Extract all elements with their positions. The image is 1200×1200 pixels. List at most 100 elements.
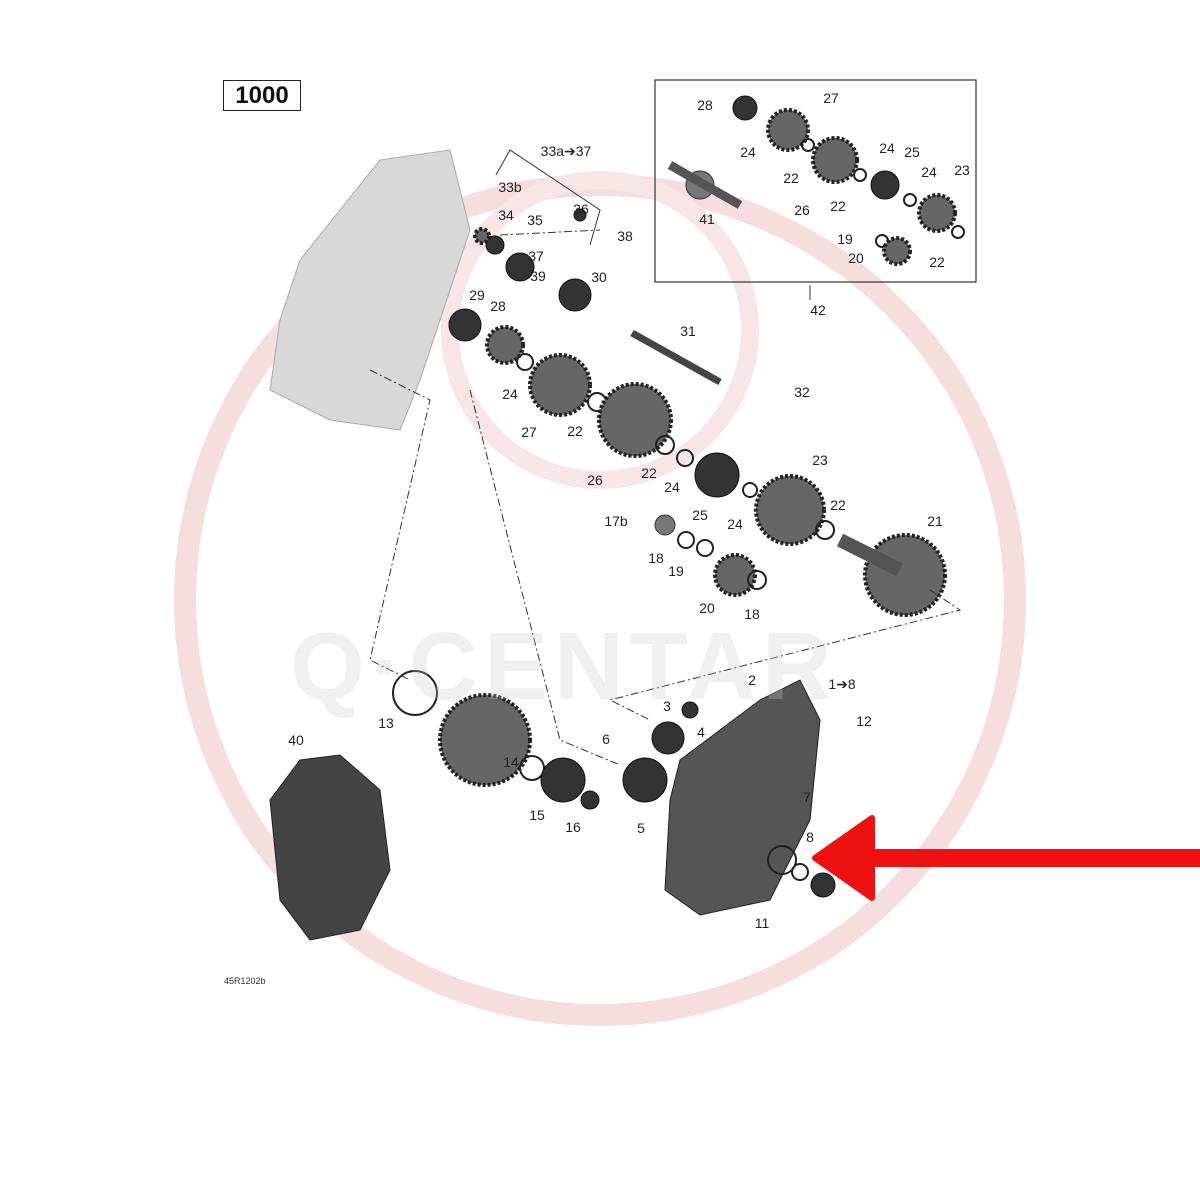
part-label: 36 <box>573 201 589 217</box>
gear <box>438 693 532 787</box>
gear <box>528 353 592 417</box>
part-label: 25 <box>904 144 920 160</box>
ring <box>801 138 815 152</box>
part-label: 27 <box>823 90 839 106</box>
bearing <box>558 278 592 312</box>
part-label: 5 <box>637 820 645 836</box>
bearing <box>622 757 668 803</box>
bearing <box>505 252 535 282</box>
part-label: 1➔8 <box>828 676 856 692</box>
gear <box>863 533 947 617</box>
gear <box>754 474 826 546</box>
part-label: 12 <box>856 713 872 729</box>
gear <box>882 236 912 266</box>
bearing <box>651 721 685 755</box>
bearing <box>580 790 600 810</box>
part-label: 22 <box>783 170 799 186</box>
inset-box <box>654 79 977 283</box>
part-label: 27 <box>521 424 537 440</box>
gear <box>811 136 859 184</box>
part-label: 22 <box>830 198 846 214</box>
reference-code: 45R1202b <box>224 976 266 986</box>
ring <box>742 482 758 498</box>
part-label: 13 <box>378 715 394 731</box>
part-label: 28 <box>490 298 506 314</box>
part-label: 20 <box>848 250 864 266</box>
part-label: 24 <box>502 386 518 402</box>
gear <box>713 553 757 597</box>
ring <box>853 168 867 182</box>
part-label: 31 <box>680 323 696 339</box>
bearing <box>810 872 836 898</box>
assembly-lines <box>369 229 962 766</box>
part-label: 19 <box>837 231 853 247</box>
part-label: 4 <box>697 724 705 740</box>
left-crankcase <box>269 149 471 431</box>
part-label: 33a➔37 <box>541 143 592 159</box>
part-label: 17b <box>604 513 628 529</box>
bearing <box>870 170 900 200</box>
watermark-text: Q·CENTAR <box>290 613 838 720</box>
gear <box>766 108 810 152</box>
part-label: 29 <box>469 287 485 303</box>
part-label: 24 <box>921 164 937 180</box>
part-label: 19 <box>668 563 684 579</box>
part-label: 37 <box>528 248 544 264</box>
part-label: 16 <box>565 819 581 835</box>
part-label: 40 <box>288 732 304 748</box>
part-label: 21 <box>927 513 943 529</box>
ring <box>676 449 694 467</box>
part-label: 32 <box>794 384 810 400</box>
part-label: 24 <box>664 479 680 495</box>
part-label: 18 <box>744 606 760 622</box>
ring <box>903 193 917 207</box>
part-label: 8 <box>806 829 814 845</box>
bearing <box>573 208 587 222</box>
part-label: 15 <box>529 807 545 823</box>
ring <box>791 863 809 881</box>
part-label: 22 <box>830 497 846 513</box>
part-label: 3 <box>663 698 671 714</box>
bearing <box>681 701 699 719</box>
shaft <box>667 161 743 209</box>
shift-rod <box>630 329 722 386</box>
ring <box>519 755 545 781</box>
part-label: 23 <box>812 452 828 468</box>
gear <box>473 227 491 245</box>
ring <box>516 353 534 371</box>
part-label: 24 <box>727 516 743 532</box>
part-label: 6 <box>602 731 610 747</box>
right-cover <box>664 679 821 916</box>
part-label: 14 <box>503 754 519 770</box>
gear <box>485 325 525 365</box>
shaft <box>654 514 676 536</box>
output-shaft <box>836 533 904 577</box>
bearing <box>694 452 740 498</box>
part-label: 22 <box>929 254 945 270</box>
part-label: 18 <box>648 550 664 566</box>
ring <box>392 670 438 716</box>
red-arrow <box>812 815 1200 901</box>
ring <box>815 520 835 540</box>
gear <box>917 193 957 233</box>
part-label: 34 <box>498 207 514 223</box>
ring <box>655 435 675 455</box>
part-label: 24 <box>740 144 756 160</box>
part-label: 30 <box>591 269 607 285</box>
section-number-box: 1000 <box>223 80 301 111</box>
bearing <box>485 235 505 255</box>
bearing <box>448 308 482 342</box>
parts <box>392 95 965 898</box>
part-label: 22 <box>641 465 657 481</box>
part-label: 39 <box>530 268 546 284</box>
part-label: 24 <box>879 140 895 156</box>
part-label: 38 <box>617 228 633 244</box>
part-label: 23 <box>954 162 970 178</box>
part-label: 20 <box>699 600 715 616</box>
ring <box>747 570 767 590</box>
part-label: 41 <box>699 211 715 227</box>
bottom-left-housing <box>269 754 391 941</box>
part-label: 7 <box>803 789 811 805</box>
